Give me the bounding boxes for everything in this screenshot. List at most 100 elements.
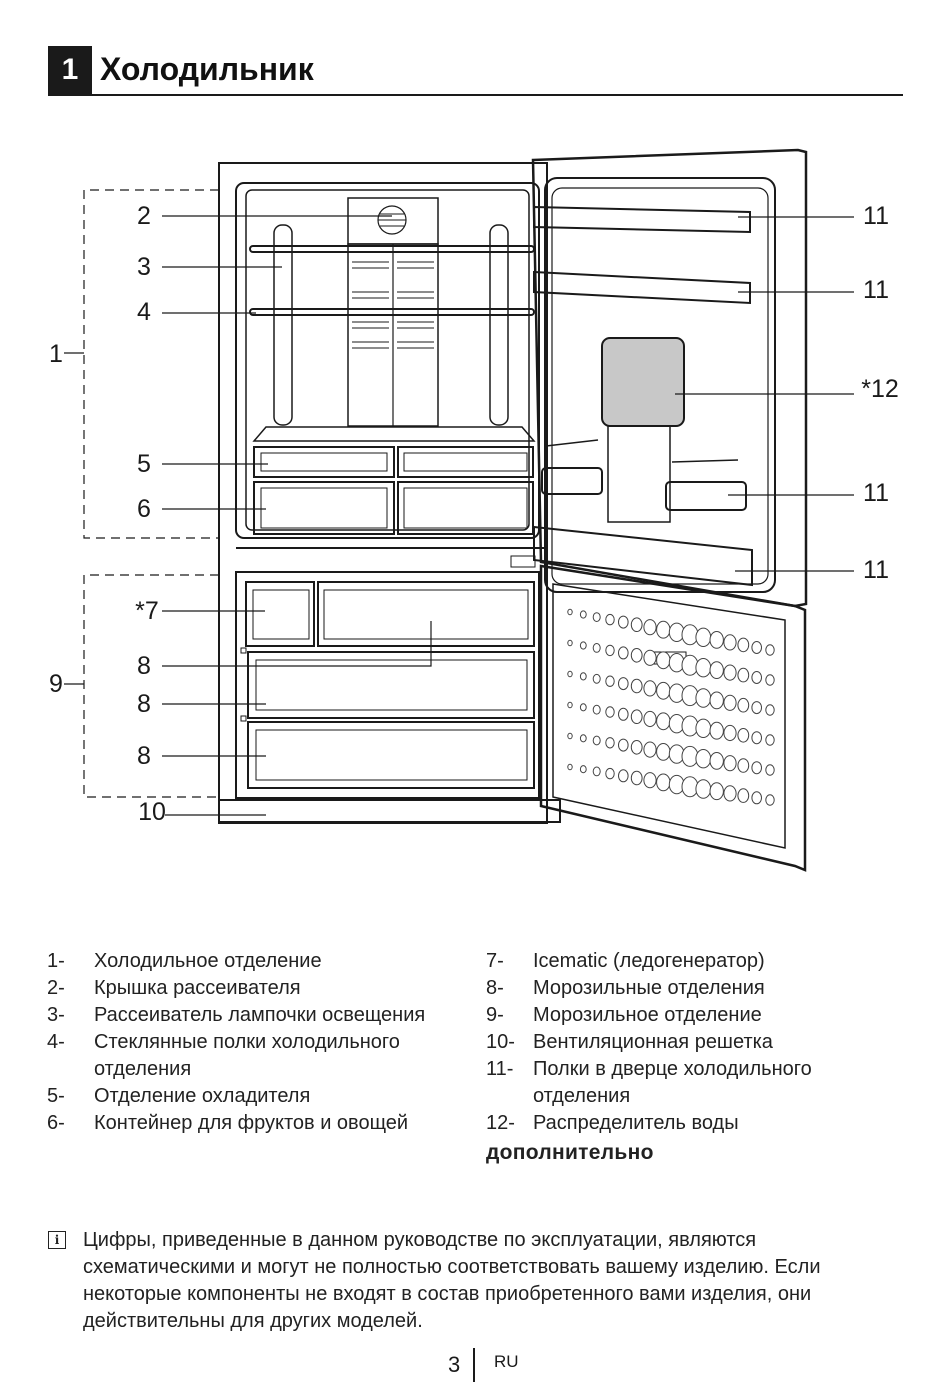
callout-7: *7 xyxy=(135,597,159,625)
door-shelf xyxy=(541,467,603,495)
legend-item: 10-Вентиляционная решетка xyxy=(486,1031,773,1053)
door-dimple xyxy=(567,732,573,740)
door-dimple xyxy=(605,613,615,626)
freezer-door xyxy=(539,564,807,872)
door-dimple xyxy=(751,761,763,775)
legend-item: 9-Морозильное отделение xyxy=(486,1004,762,1026)
callout-8: 8 xyxy=(137,742,151,770)
door-dimple xyxy=(737,788,750,803)
callout-8: 8 xyxy=(137,652,151,680)
legend-item: 2-Крышка рассеивателя xyxy=(47,977,301,999)
crisper-drawer xyxy=(253,481,395,535)
door-shelf xyxy=(533,270,751,305)
door-dimple xyxy=(737,697,750,713)
door-shelf xyxy=(665,481,747,511)
legend-item: 12-Распределитель воды xyxy=(486,1112,739,1134)
door-dimple xyxy=(681,624,699,646)
legend-item: 5-Отделение охладителя xyxy=(47,1085,311,1107)
door-dimple xyxy=(656,681,671,700)
door-dimple xyxy=(618,738,629,752)
callout-4: 4 xyxy=(137,298,151,326)
legend-left: 1-Холодильное отделение 2-Крышка рассеив… xyxy=(47,948,467,1137)
door-dimple xyxy=(605,737,615,749)
door-dimple xyxy=(643,619,657,636)
ventilation-grille xyxy=(218,799,561,823)
door-dimple xyxy=(630,740,643,755)
door-dimple xyxy=(723,664,737,681)
door-dimple xyxy=(643,710,657,728)
door-dimple xyxy=(709,631,724,649)
callout-5: 5 xyxy=(137,450,151,478)
optional-label: дополнительно xyxy=(486,1141,654,1164)
callout-10: 10 xyxy=(138,798,166,826)
callout-9: 9 xyxy=(49,670,63,698)
legend-item: 1-Холодильное отделение xyxy=(47,950,322,972)
water-dispenser xyxy=(601,337,685,427)
door-dimple xyxy=(751,731,763,745)
door-dimple xyxy=(737,758,750,773)
door-dimple xyxy=(723,785,737,802)
door-dimple xyxy=(709,661,724,679)
door-dimple xyxy=(656,651,671,670)
info-icon: i xyxy=(48,1231,66,1249)
legend-item: 7-Icematic (ледогенератор) xyxy=(486,950,765,972)
callout-8: 8 xyxy=(137,690,151,718)
door-dimple xyxy=(723,634,737,651)
glass-shelf xyxy=(249,308,535,316)
door-dimple xyxy=(605,644,615,657)
info-note: i Цифры, приведенные в данном руководств… xyxy=(48,1227,908,1335)
door-shelf xyxy=(533,205,751,234)
legend-item: 6-Контейнер для фруктов и овощей xyxy=(47,1112,409,1134)
door-dimple xyxy=(605,767,615,780)
callout-2: 2 xyxy=(137,202,151,230)
door-dimple xyxy=(751,791,763,805)
door-dimple xyxy=(567,670,573,678)
callout-6: 6 xyxy=(137,495,151,523)
legend-item: 4-Стеклянные полки холодильного отделени… xyxy=(47,1031,400,1080)
door-dimple xyxy=(643,741,657,758)
door-dimple xyxy=(709,752,724,770)
door-dimple xyxy=(618,677,629,691)
door-dimple xyxy=(618,646,629,660)
door-dimple xyxy=(751,701,763,715)
door-dimple xyxy=(765,644,775,656)
door-dimple xyxy=(567,701,573,709)
door-dimple xyxy=(681,715,699,737)
door-dimple xyxy=(723,694,737,711)
door-dimple xyxy=(630,617,643,633)
door-dimple xyxy=(592,766,601,777)
door-dimple xyxy=(751,641,763,654)
door-dimple xyxy=(765,794,775,806)
door-dimple xyxy=(630,678,643,694)
freezer-drawer xyxy=(247,721,535,789)
door-dimple xyxy=(592,643,601,653)
door-dimple xyxy=(579,734,587,743)
door-dimple xyxy=(709,691,724,710)
door-dimple xyxy=(643,772,657,789)
door-dimple xyxy=(709,721,724,740)
door-dimple xyxy=(630,648,643,663)
refrigerator-diagram: 2 3 4 5 6 *7 8 8 8 10 1 9 11 11 *12 11 1… xyxy=(49,148,899,872)
door-dimple xyxy=(579,765,587,774)
callout-11: 11 xyxy=(863,556,889,584)
note-text: Цифры, приведенные в данном руководстве … xyxy=(83,1229,821,1332)
door-dimple xyxy=(567,763,573,771)
door-dimple xyxy=(695,627,712,647)
door-dimple xyxy=(592,735,601,746)
door-dimple xyxy=(695,749,712,769)
fridge-door xyxy=(531,148,808,608)
door-dimple xyxy=(737,667,750,683)
door-dimple xyxy=(579,703,587,712)
door-dimple xyxy=(618,615,629,629)
icematic xyxy=(245,581,315,647)
section-number: 1 xyxy=(48,46,92,94)
door-dimple xyxy=(656,773,671,792)
callout-11: 11 xyxy=(863,202,889,230)
legend-item: 8-Морозильные отделения xyxy=(486,977,765,999)
door-dimple xyxy=(765,674,775,686)
page-number: 3 xyxy=(448,1352,461,1377)
footer-divider xyxy=(473,1348,475,1382)
door-dimple xyxy=(618,769,629,783)
door-dimple xyxy=(592,704,601,715)
door-dimple xyxy=(656,743,671,761)
